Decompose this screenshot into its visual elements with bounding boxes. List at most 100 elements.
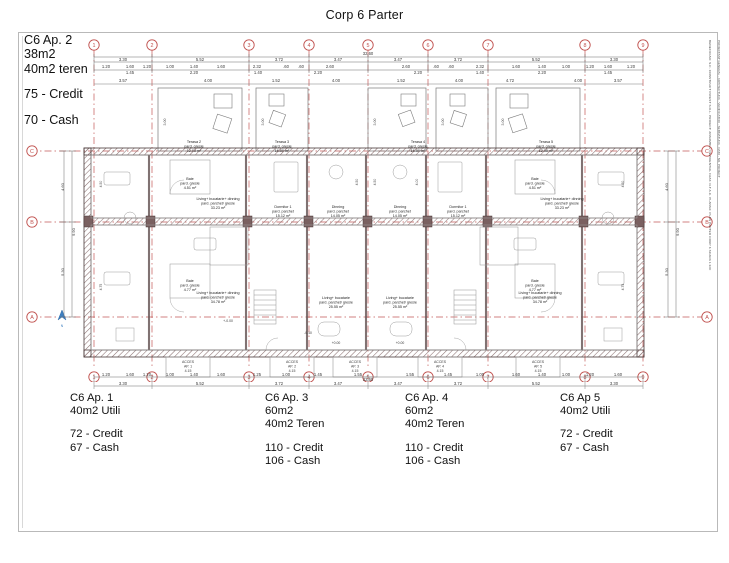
svg-text:A: A: [705, 315, 709, 321]
room-label: pard. gresie: [525, 284, 544, 288]
svg-text:5.52: 5.52: [196, 57, 205, 62]
title-block-text-line2: PROIECTANT GENERAL - ARHITECTURA - VERIF…: [711, 40, 723, 510]
acces-label: AP. 2: [288, 365, 296, 369]
svg-text:1.60: 1.60: [126, 372, 135, 377]
acces-label: 4.15: [289, 369, 296, 373]
svg-text:4.50: 4.50: [355, 179, 359, 186]
room-label: 4.77 m²: [184, 288, 197, 292]
svg-text:1.60: 1.60: [604, 64, 613, 69]
room-label: pard. gresie: [184, 145, 203, 149]
room-label: pard. gresie: [408, 145, 427, 149]
room-label: Terasa 4: [411, 140, 425, 144]
svg-text:3.47: 3.47: [394, 57, 403, 62]
svg-text:+0.00: +0.00: [332, 341, 341, 345]
room-label: pard. parchet: [389, 210, 411, 214]
room-label: Dormitor 1: [274, 205, 291, 209]
svg-text:1.00: 1.00: [562, 64, 571, 69]
acces-label: AP. 5: [534, 365, 542, 369]
svg-text:B: B: [705, 220, 709, 226]
svg-text:1.20: 1.20: [102, 372, 111, 377]
svg-text:+0.00: +0.00: [396, 341, 405, 345]
room-label: Baie: [531, 177, 538, 181]
room-label: pard. parchet/ gresie: [201, 296, 235, 300]
room-label: 4.51 m²: [184, 186, 197, 190]
svg-text:1.40: 1.40: [254, 70, 263, 75]
svg-text:7: 7: [487, 43, 490, 49]
svg-text:3.00: 3.00: [373, 119, 377, 126]
svg-text:3.47: 3.47: [394, 381, 403, 386]
svg-text:4.50: 4.50: [99, 181, 103, 188]
room-label: pard. gresie: [180, 182, 199, 186]
svg-text:5.30: 5.30: [664, 267, 669, 276]
svg-text:.60: .60: [283, 64, 289, 69]
apt-name: C6 Ap. 1: [70, 392, 114, 404]
room-label: 4.77 m²: [529, 288, 542, 292]
svg-text:4.50: 4.50: [373, 179, 377, 186]
svg-text:4.00: 4.00: [204, 78, 213, 83]
svg-text:1.20: 1.20: [143, 372, 152, 377]
legend-apt-teren: 40m2 teren: [24, 61, 88, 76]
svg-text:3.72: 3.72: [275, 381, 284, 386]
svg-text:3: 3: [248, 43, 251, 49]
svg-text:4.72: 4.72: [506, 78, 515, 83]
svg-text:1.20: 1.20: [627, 64, 636, 69]
acces-label: 4.15: [185, 369, 192, 373]
svg-text:B: B: [30, 220, 34, 226]
legend-apt-cash: 70 - Cash: [24, 112, 79, 127]
svg-text:.60: .60: [448, 64, 454, 69]
svg-text:4.00: 4.00: [415, 179, 419, 186]
room-label: Terasa 5: [539, 140, 553, 144]
room-label: pard. gresie: [536, 145, 555, 149]
svg-text:2: 2: [151, 43, 154, 49]
acces-label: AP. 3: [351, 365, 359, 369]
room-label: pard. parchet: [447, 210, 469, 214]
svg-text:3.72: 3.72: [275, 57, 284, 62]
svg-text:4.60: 4.60: [60, 182, 65, 191]
svg-text:4.00: 4.00: [455, 78, 464, 83]
svg-text:1.20: 1.20: [143, 64, 152, 69]
svg-text:1.40: 1.40: [190, 64, 199, 69]
svg-text:1.45: 1.45: [604, 70, 613, 75]
svg-text:2.20: 2.20: [414, 70, 423, 75]
apt-area: 60m2: [265, 405, 294, 418]
svg-text:8: 8: [584, 43, 587, 49]
svg-text:4.00: 4.00: [332, 78, 341, 83]
room-label: Living+ bucatarie+ dinning: [540, 197, 583, 201]
room-label: Terasa 3: [275, 140, 289, 144]
svg-text:4.75: 4.75: [99, 284, 103, 291]
svg-text:3.30: 3.30: [610, 57, 619, 62]
svg-text:C: C: [30, 149, 34, 155]
svg-text:6: 6: [427, 43, 430, 49]
legend-apt-credit: 75 - Credit: [24, 87, 83, 102]
svg-text:3.30: 3.30: [610, 381, 619, 386]
room-label: 4.51 m²: [529, 186, 542, 190]
svg-text:1.60: 1.60: [614, 372, 623, 377]
svg-text:2.20: 2.20: [314, 70, 323, 75]
svg-text:.60: .60: [298, 64, 304, 69]
svg-text:5.52: 5.52: [532, 57, 541, 62]
svg-text:3.57: 3.57: [614, 78, 623, 83]
room-label: 25.55 m²: [329, 305, 344, 309]
apt-credit: 110 - Credit: [265, 441, 324, 454]
svg-text:1.00: 1.00: [282, 372, 291, 377]
svg-text:3.30: 3.30: [119, 381, 128, 386]
svg-text:3.57: 3.57: [119, 78, 128, 83]
apt-teren: 40m2 Teren: [405, 418, 465, 431]
room-label: pard. parchet: [272, 210, 294, 214]
acces-label: AP. 4: [436, 365, 444, 369]
svg-text:3.00: 3.00: [163, 119, 167, 126]
svg-text:1.52: 1.52: [272, 78, 281, 83]
svg-text:1.20: 1.20: [102, 64, 111, 69]
svg-text:4.60: 4.60: [664, 182, 669, 191]
svg-text:3.30: 3.30: [119, 57, 128, 62]
room-label: Living+ bucatarie: [386, 296, 414, 300]
svg-text:3.72: 3.72: [454, 57, 463, 62]
apt-name: C6 Ap 5: [560, 392, 601, 404]
legend-apt-area: 38m2: [24, 47, 56, 62]
acces-label: AP. 1: [184, 365, 192, 369]
svg-text:2.20: 2.20: [190, 70, 199, 75]
room-label: pard. gresie: [525, 182, 544, 186]
room-label: Baie: [186, 177, 193, 181]
acces-label: 4.15: [535, 369, 542, 373]
room-label: Dinning: [394, 205, 407, 209]
